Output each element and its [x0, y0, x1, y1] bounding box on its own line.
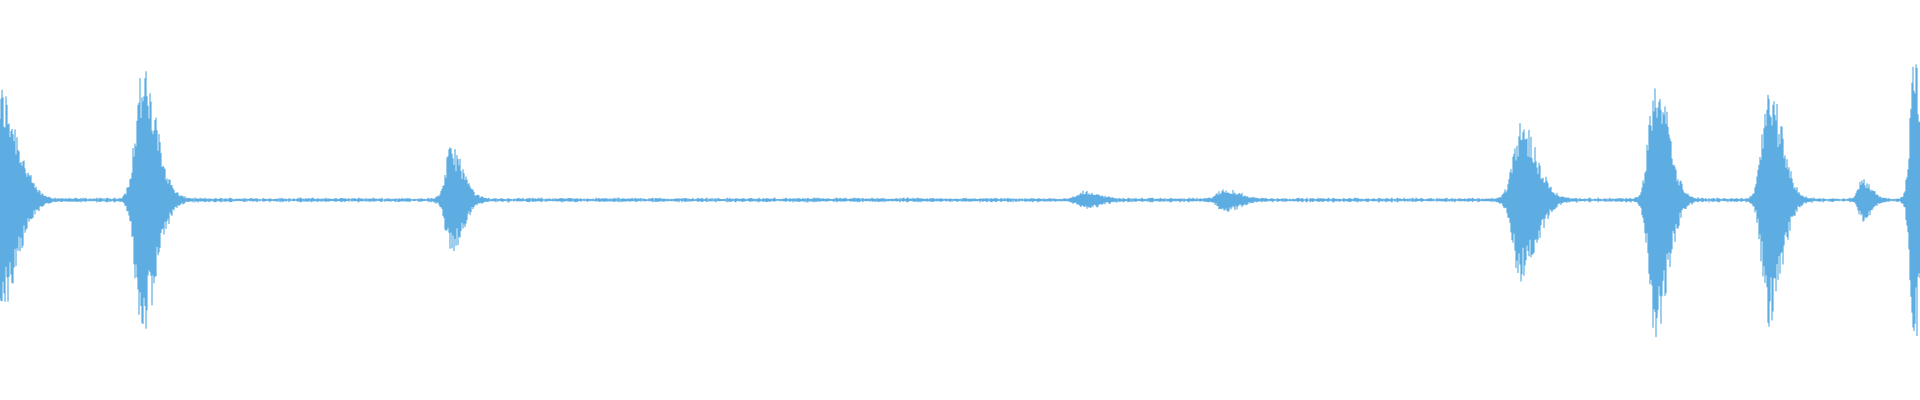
waveform-trace	[0, 64, 1920, 338]
